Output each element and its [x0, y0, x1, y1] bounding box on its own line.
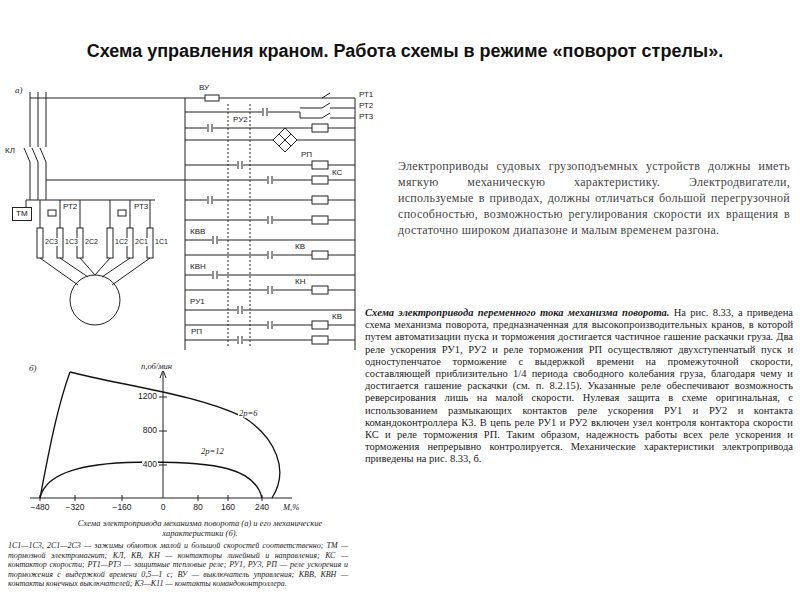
- fuse: [205, 95, 219, 101]
- tick-label: 800: [142, 426, 158, 435]
- curve-label: 2p=6: [238, 409, 259, 418]
- component-label: РУ1: [189, 298, 206, 307]
- component-label: РТ3: [133, 203, 149, 212]
- motor-symbol: [70, 275, 120, 325]
- tick-label: −160: [111, 503, 132, 512]
- figure-letter: а): [14, 86, 24, 96]
- component-label: ВУ: [198, 84, 210, 93]
- power-circuit: [24, 92, 185, 325]
- winding-lead: [40, 200, 150, 228]
- rung: [300, 112, 301, 118]
- figure-letter: б): [28, 364, 38, 374]
- winding: [37, 228, 43, 258]
- control-rail: [185, 98, 355, 350]
- curve-2p6: [70, 372, 280, 498]
- component-label: РТ3: [358, 113, 374, 122]
- chart-axes: [30, 370, 292, 501]
- thermal-contact: [300, 93, 355, 118]
- terminal-label: 2С3: [44, 238, 59, 246]
- tick-label: 80: [192, 503, 203, 512]
- slide-title: Схема управления краном. Работа схемы в …: [55, 38, 755, 64]
- supply-line: [30, 92, 46, 147]
- component-label: РП: [190, 328, 203, 337]
- controller-link: [228, 104, 250, 346]
- node-text: ТМ: [16, 209, 28, 219]
- component-label: РТ2: [358, 102, 374, 111]
- winding-bus: [26, 200, 155, 201]
- tick-label: 160: [220, 503, 236, 512]
- rectifier-bridge: [273, 128, 297, 152]
- terminal-label: 1С2: [114, 238, 129, 246]
- figure-legend: 1С1—1С3, 2С1—2С3 — зажимы обмоток малой …: [8, 541, 348, 589]
- component-label: КВ: [331, 313, 343, 322]
- y-tick: [159, 397, 167, 465]
- control-circuit: [185, 93, 355, 350]
- contacts: [207, 107, 273, 345]
- component-label: РУ2: [232, 116, 249, 125]
- tick-label: −320: [64, 503, 85, 512]
- component-label: КС: [331, 169, 343, 178]
- text-block: Схема электропривода переменного тока ме…: [365, 307, 793, 466]
- component-label: КВН: [189, 263, 207, 272]
- tick-label: 1200: [137, 392, 158, 401]
- motor-lead: [40, 258, 150, 285]
- line-contactor-contact: [24, 148, 46, 162]
- curve-generator: [40, 372, 70, 498]
- component-label: КН: [294, 278, 306, 287]
- section-heading: Схема электропривода переменного тока ме…: [365, 307, 670, 318]
- supply-line: [30, 162, 46, 200]
- terminal-label: 1С3: [64, 238, 79, 246]
- section-body: На рис. 8.33, а приведена схема механизм…: [365, 307, 793, 464]
- control-feed: [30, 98, 185, 99]
- terminal-label: 1С1: [154, 238, 169, 246]
- intro-paragraph: Электроприводы судовых грузоподъемных ус…: [398, 158, 790, 238]
- tick-label: 0: [160, 503, 167, 512]
- axis-title: n,об/мин: [140, 362, 173, 371]
- terminal-label: 2С1: [134, 238, 149, 246]
- control-feed: [46, 180, 185, 181]
- axis-title: M,%: [282, 503, 300, 512]
- tick-label: 400: [142, 460, 158, 469]
- brake-magnet-box: ТМ: [12, 207, 32, 221]
- chart-curves: [40, 372, 280, 498]
- component-label: КВ: [294, 243, 306, 252]
- terminal-label: 2С2: [84, 238, 99, 246]
- component-label: КЛ: [4, 147, 16, 156]
- thermal-relay: [118, 210, 126, 216]
- curve-label: 2p=12: [200, 447, 225, 456]
- component-label: КВВ: [189, 228, 206, 237]
- thermal-relay: [48, 210, 56, 216]
- figure-caption: Схема электропривода механизма поворота …: [50, 518, 350, 538]
- component-label: РТ1: [358, 91, 374, 100]
- winding: [107, 228, 113, 258]
- diode-mark: [279, 134, 291, 146]
- coils: [312, 124, 328, 344]
- rung: [185, 112, 355, 340]
- tick-label: −480: [29, 503, 50, 512]
- brake-wire: [26, 200, 27, 207]
- y-axis: [163, 372, 164, 498]
- component-label: РП: [300, 151, 313, 160]
- x-tick: [40, 495, 262, 501]
- component-label: РТ2: [62, 203, 78, 212]
- x-axis: [30, 498, 292, 499]
- tick-label: 240: [254, 503, 270, 512]
